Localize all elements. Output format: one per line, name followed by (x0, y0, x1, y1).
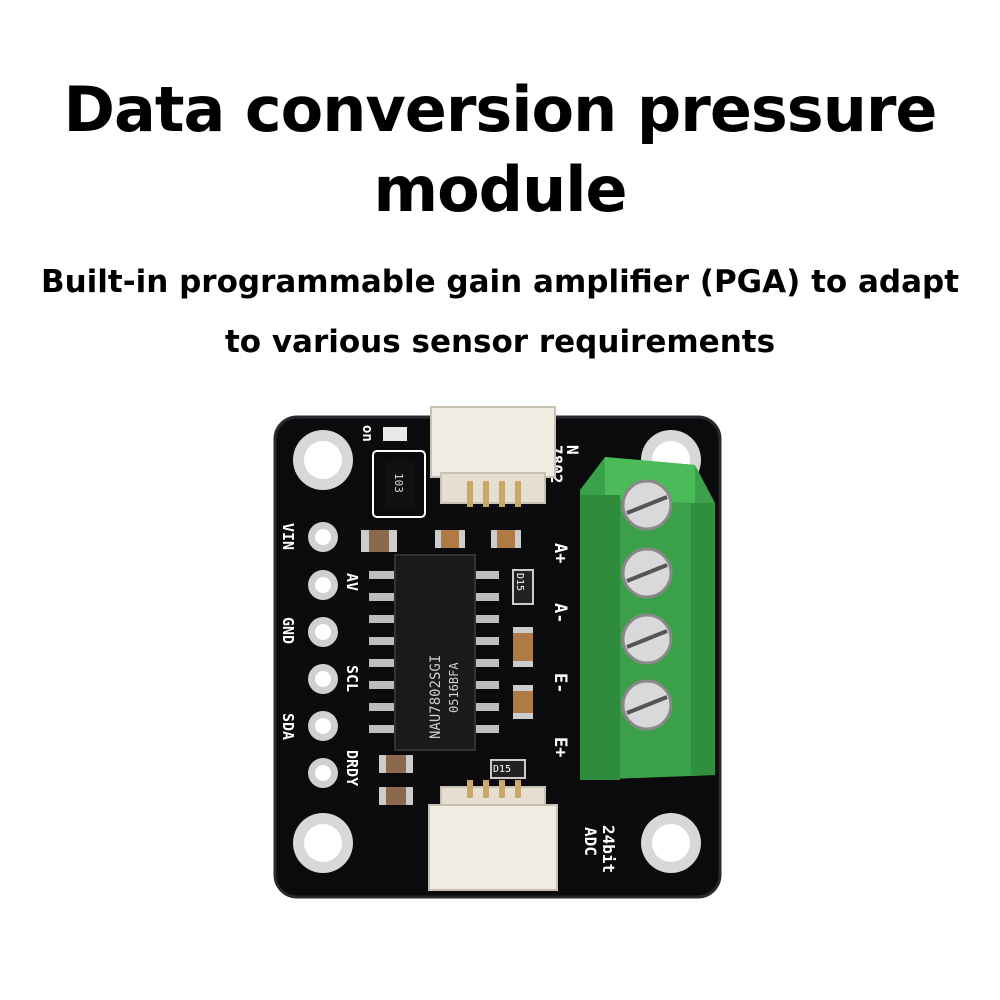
pin-label-drdy: DRDY (343, 750, 361, 786)
mounting-hole-top-left (293, 430, 353, 490)
chip-text-1: NAU7802SGI (428, 655, 444, 739)
page-subtitle: Built-in programmable gain amplifier (PG… (0, 252, 1000, 372)
mounting-hole-bottom-right (641, 813, 701, 873)
terminal-screws (621, 479, 673, 731)
pin-label-vin: VIN (279, 523, 297, 550)
pin-label-a-minus: A- (550, 603, 570, 623)
pin-label-gnd: GND (279, 617, 297, 644)
power-led (383, 427, 407, 441)
title-line-2: module (373, 153, 627, 226)
resistor-label: 103 (392, 473, 405, 493)
screw-icon (621, 547, 673, 599)
marking-24bit: 24bit (599, 825, 618, 873)
pin-label-av: AV (343, 573, 361, 591)
resistor-array-103: 103 (372, 450, 426, 518)
pcb-module-photo: VIN AV GND SCL SDA DRDY on N 7802 103 D1… (273, 406, 722, 899)
pin-label-sda: SDA (279, 713, 297, 740)
pin-label-e-plus: E+ (550, 737, 570, 757)
top-jst-connector (430, 406, 556, 507)
marking-on: on (359, 425, 375, 442)
bottom-jst-connector (428, 780, 558, 891)
pin-label-a-plus: A+ (550, 543, 570, 563)
led-label-top: D15 (514, 573, 525, 591)
led-label-bottom: D15 (493, 764, 511, 775)
subtitle-line-2: to various sensor requirements (224, 324, 776, 360)
title-line-1: Data conversion pressure (63, 73, 938, 146)
ic-chip (369, 554, 499, 751)
mounting-hole-bottom-left (293, 813, 353, 873)
marking-adc: ADC (581, 827, 600, 856)
screw-icon (621, 679, 673, 731)
left-pin-pads (308, 522, 338, 788)
screw-icon (621, 613, 673, 665)
subtitle-line-1: Built-in programmable gain amplifier (PG… (40, 264, 960, 300)
pin-label-e-minus: E- (550, 673, 570, 693)
chip-text-2: 0516BFA (447, 662, 461, 713)
screw-icon (621, 479, 673, 531)
smd-capacitors (361, 530, 534, 805)
marking-n: N (563, 445, 582, 455)
pin-label-scl: SCL (343, 665, 361, 692)
page-title: Data conversion pressure module (0, 70, 1000, 230)
